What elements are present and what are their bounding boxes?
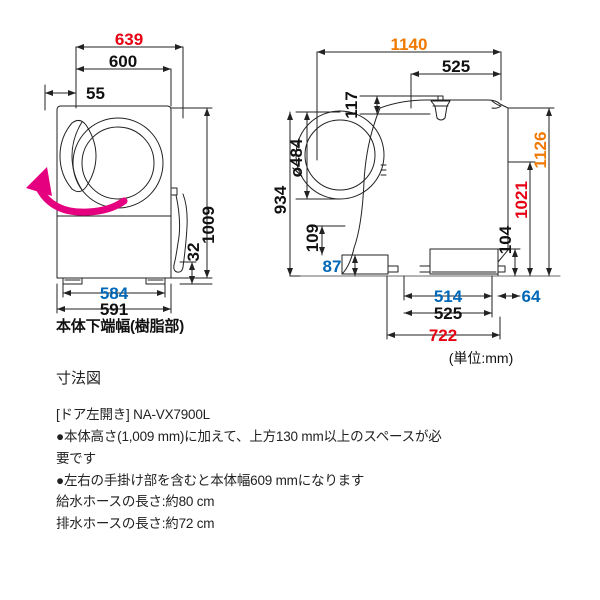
dim-32 xyxy=(179,261,213,285)
dim-label-514: 514 xyxy=(434,287,463,306)
dim-label-1009: 1009 xyxy=(199,206,218,244)
dim-label-525-top: 525 xyxy=(442,57,470,76)
dim-104 xyxy=(497,248,521,277)
dim-514 xyxy=(403,275,493,301)
dim-label-484: ø484 xyxy=(287,138,306,177)
dim-label-722: 722 xyxy=(429,326,457,345)
caption-lower-body-width: 本体下端幅(樹脂部) xyxy=(56,318,184,335)
dim-label-591: 591 xyxy=(100,300,128,319)
dim-label-64: 64 xyxy=(522,287,541,306)
dim-label-87: 87 xyxy=(323,257,342,276)
description-text-block: 本体下端幅(樹脂部) 寸法図 [ドア左開き] NA-VX7900L ●本体高さ(… xyxy=(56,318,586,535)
dim-484 xyxy=(295,111,341,200)
dim-label-600: 600 xyxy=(109,52,137,71)
note-line-supply-hose: 給水ホースの長さ:約80 cm xyxy=(56,494,215,510)
dim-label-1126: 1126 xyxy=(531,132,550,169)
dim-722 xyxy=(386,275,501,340)
dim-639 xyxy=(75,44,184,119)
units-note: (単位:mm) xyxy=(449,350,514,366)
door-swing-arrow xyxy=(26,167,128,216)
dim-525-bottom xyxy=(403,299,493,318)
dim-label-117: 117 xyxy=(342,91,361,118)
side-view-body xyxy=(295,95,561,277)
dim-label-639: 639 xyxy=(115,30,143,49)
notes-list: [ドア左開き] NA-VX7900L ●本体高さ(1,009 mm)に加えて、上… xyxy=(56,404,586,535)
dim-label-1140: 1140 xyxy=(391,35,428,54)
note-line-height-clearance-1: ●本体高さ(1,009 mm)に加えて、上方130 mm以上のスペースが必 xyxy=(56,428,442,444)
dim-525-top xyxy=(410,71,502,109)
dim-label-525-bottom: 525 xyxy=(434,304,462,323)
dim-label-55: 55 xyxy=(86,84,105,103)
dim-label-32: 32 xyxy=(184,243,203,262)
dim-600 xyxy=(75,66,172,107)
dim-591 xyxy=(56,283,172,314)
note-line-model: [ドア左開き] NA-VX7900L xyxy=(56,407,210,422)
dim-584 xyxy=(62,283,166,298)
dim-117 xyxy=(359,95,441,115)
dim-label-104: 104 xyxy=(496,225,515,254)
dim-109 xyxy=(311,225,346,256)
note-line-drain-hose: 排水ホースの長さ:約72 cm xyxy=(56,516,215,532)
section-heading-dimensions: 寸法図 xyxy=(56,370,102,387)
dim-1021 xyxy=(507,161,536,277)
dim-label-934: 934 xyxy=(271,185,290,214)
front-view-body xyxy=(56,105,188,285)
dim-934 xyxy=(287,111,301,277)
dim-label-1021: 1021 xyxy=(512,181,531,219)
dim-1140 xyxy=(316,49,502,161)
dim-1126 xyxy=(507,107,555,277)
dim-55 xyxy=(44,84,77,111)
dim-label-584: 584 xyxy=(100,284,129,303)
note-line-height-clearance-2: 要です xyxy=(56,450,96,466)
dim-label-109: 109 xyxy=(303,224,322,252)
note-line-handle-width: ●左右の手掛け部を含むと本体幅609 mmになります xyxy=(56,472,365,488)
